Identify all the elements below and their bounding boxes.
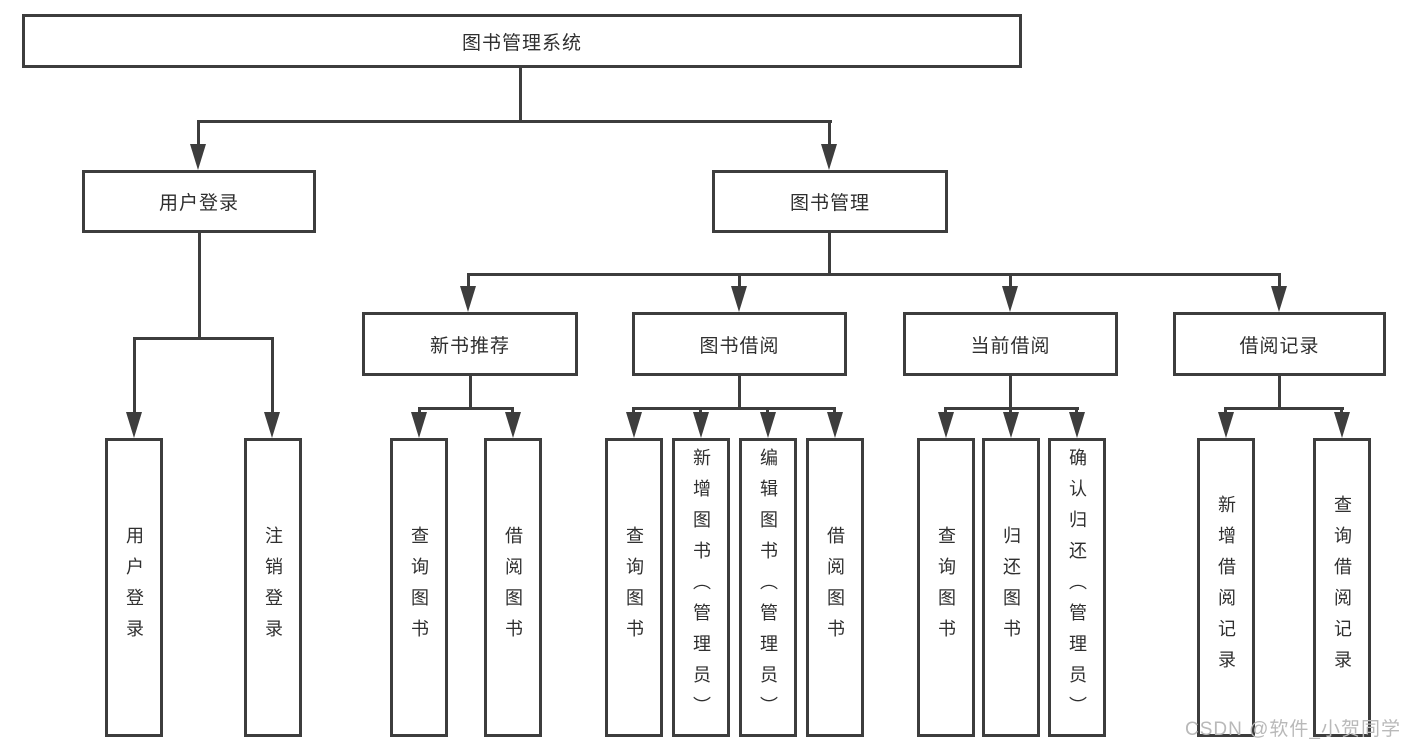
arrowhead: [1271, 286, 1287, 312]
connector-stem: [738, 376, 741, 407]
arrowhead: [938, 412, 954, 438]
arrowhead: [126, 412, 142, 438]
arrowhead: [626, 412, 642, 438]
arrowhead: [1218, 412, 1234, 438]
connector-stem: [1278, 376, 1281, 407]
arrowhead: [1334, 412, 1350, 438]
leaf-user-login: 用户登录: [105, 438, 163, 737]
arrowhead: [693, 412, 709, 438]
leaf-current-confirm-return-admin: 确认归还（管理员）: [1048, 438, 1106, 737]
connector-drop: [828, 120, 831, 146]
connector-drop: [1009, 273, 1012, 287]
connector-drop: [1340, 407, 1343, 414]
leaf-current-query-books: 查询图书: [917, 438, 975, 737]
node-new-book-recommend: 新书推荐: [362, 312, 578, 376]
connector-drop: [833, 407, 836, 414]
arrowhead: [821, 144, 837, 170]
arrowhead: [505, 412, 521, 438]
leaf-newrec-query-books: 查询图书: [390, 438, 448, 737]
leaf-current-return-books: 归还图书: [982, 438, 1040, 737]
arrowhead: [1003, 412, 1019, 438]
connector-book-mgmt-stem: [828, 233, 831, 273]
arrowhead: [731, 286, 747, 312]
connector-stem: [1009, 376, 1012, 407]
connector-drop: [511, 407, 514, 414]
connector-stem: [469, 376, 472, 407]
connector-drop: [1009, 407, 1012, 414]
connector-drop: [1224, 407, 1227, 414]
arrowhead: [264, 412, 280, 438]
connector-branch: [1224, 407, 1344, 410]
node-root-library-system: 图书管理系统: [22, 14, 1022, 68]
connector-drop: [699, 407, 702, 414]
connector-drop: [418, 407, 421, 414]
connector-branch: [418, 407, 514, 410]
connector-user-login-branch: [133, 337, 274, 340]
node-borrow-records: 借阅记录: [1173, 312, 1386, 376]
connector-branch: [632, 407, 836, 410]
connector-drop: [271, 337, 274, 413]
connector-drop: [467, 273, 470, 287]
connector-drop: [133, 337, 136, 413]
connector-drop: [944, 407, 947, 414]
connector-level2-branch: [197, 120, 832, 123]
node-book-management: 图书管理: [712, 170, 948, 233]
connector-level3-branch: [467, 273, 1281, 276]
node-current-borrow: 当前借阅: [903, 312, 1118, 376]
node-book-borrow: 图书借阅: [632, 312, 847, 376]
connector-drop: [738, 273, 741, 287]
leaf-borrow-edit-books-admin: 编辑图书（管理员）: [739, 438, 797, 737]
leaf-newrec-borrow-books: 借阅图书: [484, 438, 542, 737]
connector-drop: [197, 120, 200, 146]
connector-root-stem: [519, 68, 522, 120]
arrowhead: [1002, 286, 1018, 312]
connector-drop: [632, 407, 635, 414]
arrowhead: [411, 412, 427, 438]
csdn-watermark: CSDN @软件_小贺同学: [1185, 719, 1401, 740]
arrowhead: [190, 144, 206, 170]
leaf-logout: 注销登录: [244, 438, 302, 737]
leaf-borrow-query-books: 查询图书: [605, 438, 663, 737]
arrowhead: [1069, 412, 1085, 438]
arrowhead: [460, 286, 476, 312]
connector-drop: [766, 407, 769, 414]
leaf-borrow-add-books-admin: 新增图书（管理员）: [672, 438, 730, 737]
leaf-records-add-record: 新增借阅记录: [1197, 438, 1255, 737]
node-user-login: 用户登录: [82, 170, 316, 233]
connector-drop: [1278, 273, 1281, 287]
connector-drop: [1075, 407, 1078, 414]
leaf-records-query-record: 查询借阅记录: [1313, 438, 1371, 737]
arrowhead: [827, 412, 843, 438]
arrowhead: [760, 412, 776, 438]
connector-user-login-stem: [198, 233, 201, 337]
leaf-borrow-borrow-books: 借阅图书: [806, 438, 864, 737]
